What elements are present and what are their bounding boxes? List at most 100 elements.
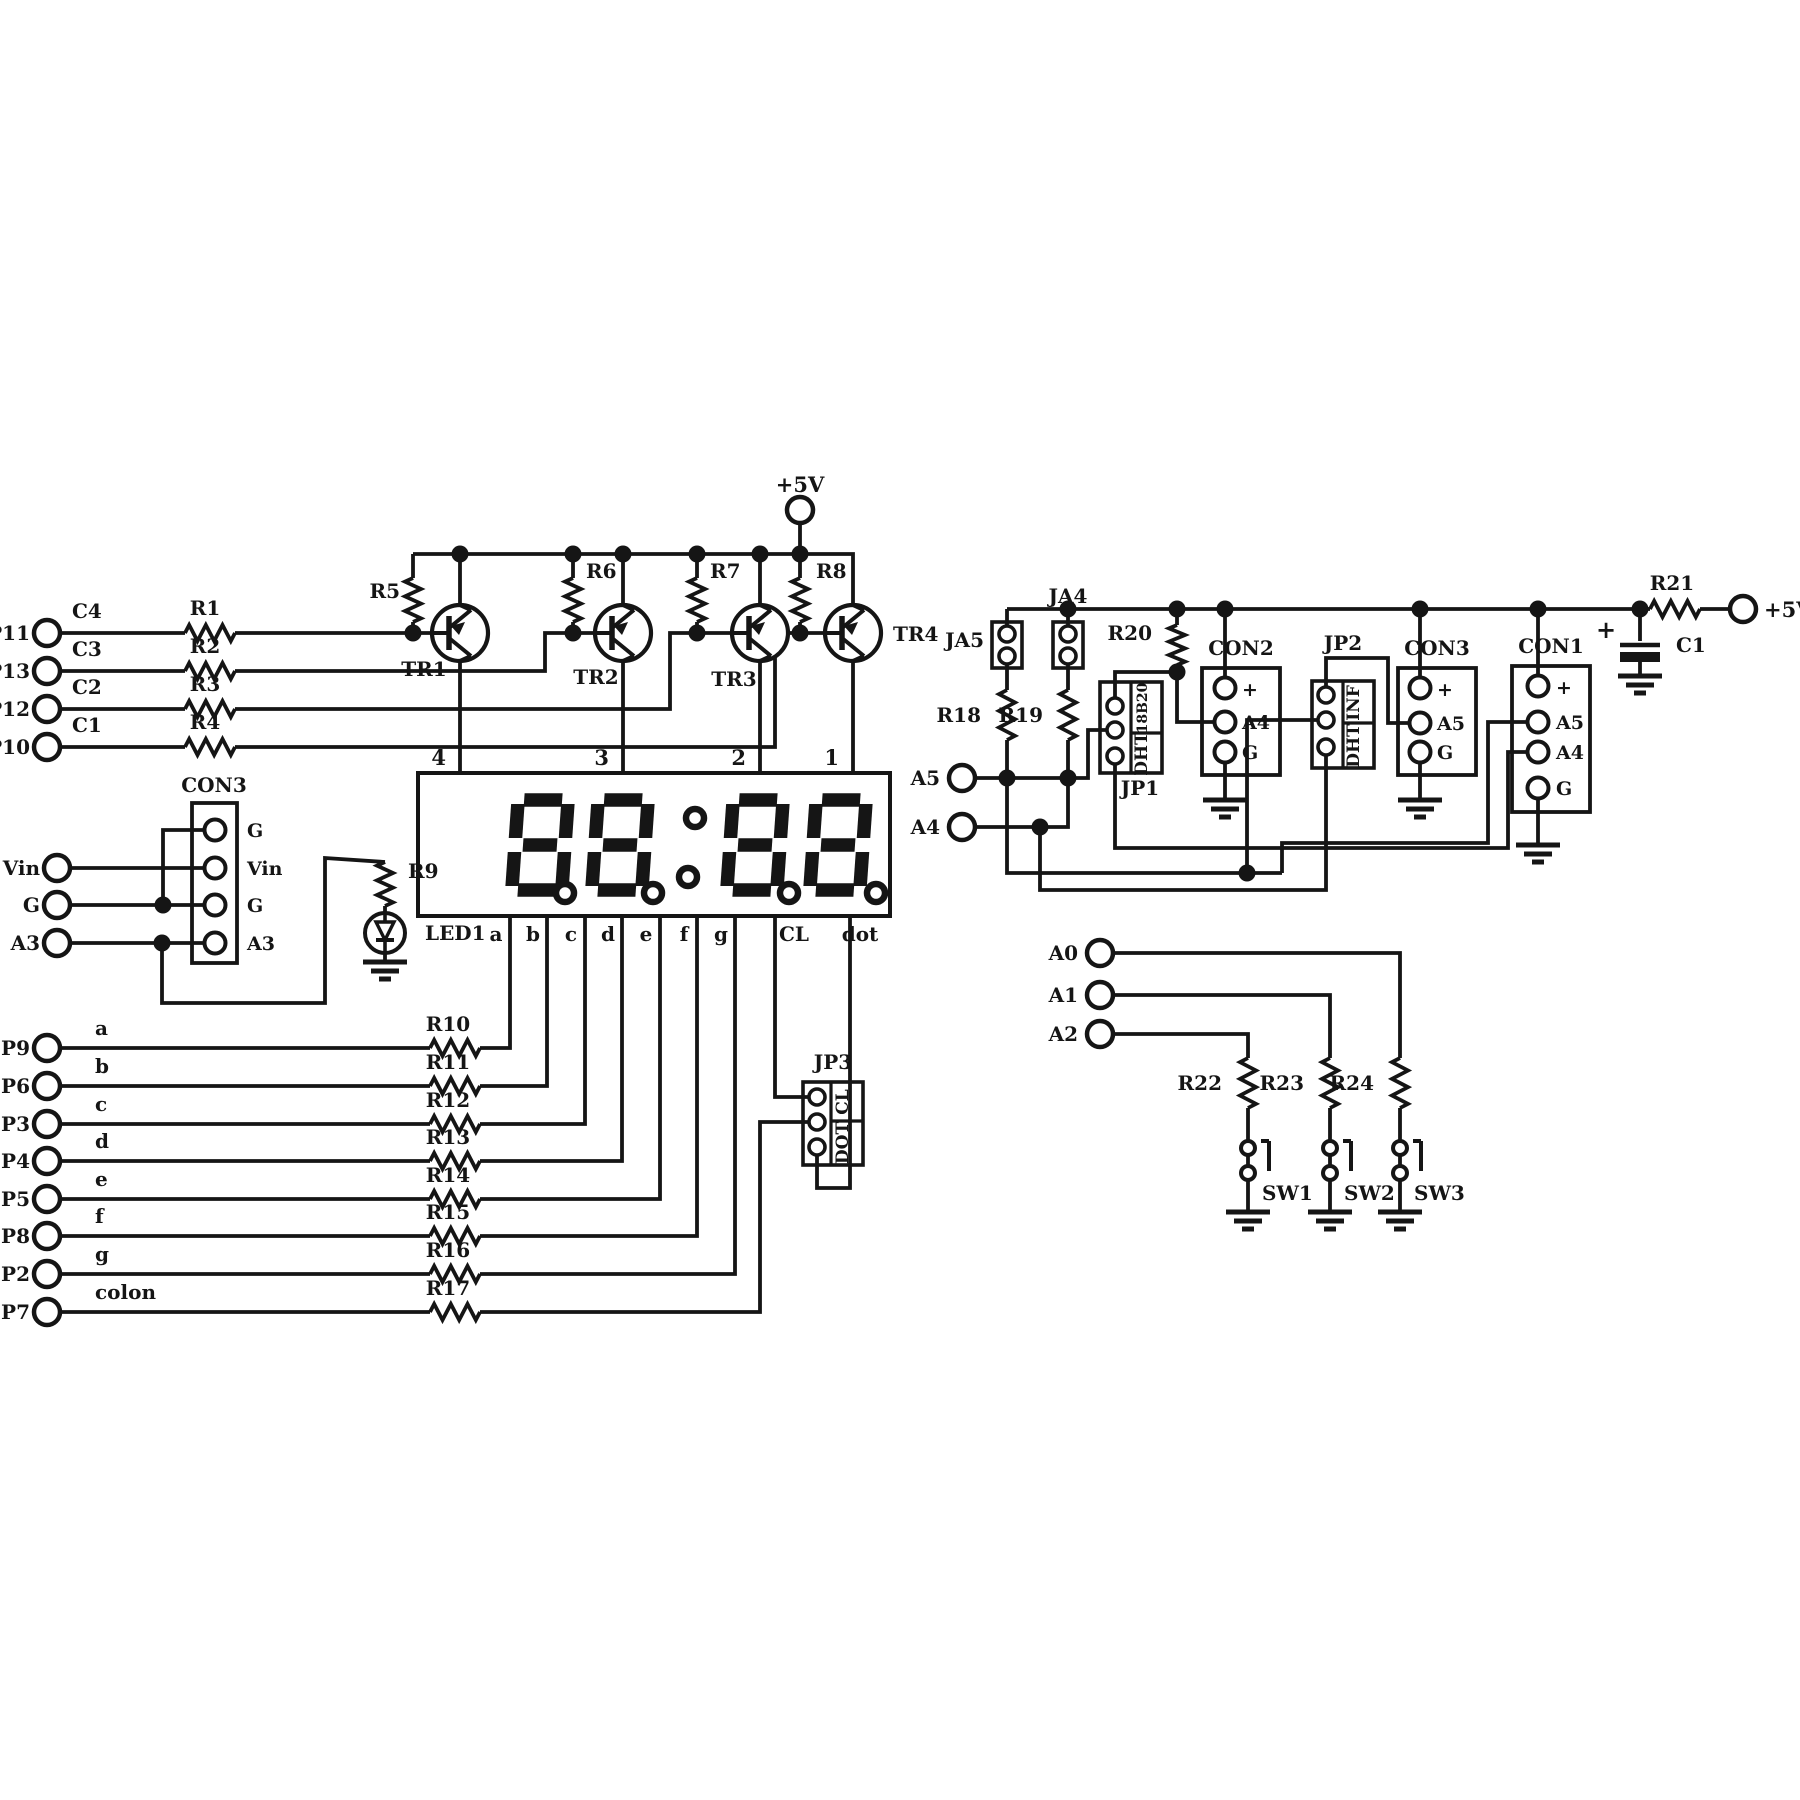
pin (1105, 720, 1125, 740)
resistor-label-R3: R3 (190, 672, 221, 696)
resistor-R6 (560, 576, 586, 624)
wire (1324, 656, 1409, 725)
pin (1058, 646, 1078, 666)
pin-label: G (1437, 742, 1453, 764)
transistor-label-TR2: TR2 (573, 665, 618, 689)
jumper-cell-label: DHT (1344, 724, 1364, 768)
terminal-A2 (1084, 1018, 1116, 1050)
terminal-label-P8: P8 (1, 1224, 30, 1248)
wire (1280, 720, 1527, 873)
wire (1113, 1032, 1250, 1058)
jumper-JP1 (1098, 680, 1164, 775)
resistor-label-R15: R15 (426, 1200, 470, 1224)
resistor-R10 (428, 1035, 482, 1061)
segment-pin-label-b: b (526, 922, 540, 946)
wire-label-c: c (95, 1092, 107, 1116)
terminal-label-P4: P4 (1, 1149, 30, 1173)
terminal-G (41, 889, 73, 921)
junction-dot (1168, 663, 1186, 681)
terminal-P7 (31, 1296, 63, 1328)
seven-seg-digit (803, 793, 873, 897)
resistor-R7 (684, 576, 710, 624)
pin (1316, 737, 1336, 757)
jumper-label-JP2: JP2 (1322, 631, 1362, 655)
connector-CON1 (1510, 664, 1592, 814)
terminal-P11 (31, 617, 63, 649)
junction-dot (404, 624, 422, 642)
terminal-label-A1: A1 (1048, 983, 1078, 1007)
resistor-R21 (1648, 596, 1702, 622)
terminal-P8 (31, 1220, 63, 1252)
wire (1113, 750, 1527, 850)
junction-dot (1059, 600, 1077, 618)
jumper-JA5 (990, 620, 1024, 670)
terminal-P10 (31, 731, 63, 763)
terminal-P4 (31, 1145, 63, 1177)
pin (1525, 709, 1551, 735)
pin (1407, 675, 1433, 701)
pin (1316, 685, 1336, 705)
resistor-label-R12: R12 (426, 1088, 470, 1112)
resistor-label-R20: R20 (1108, 621, 1152, 645)
resistor-R13 (428, 1148, 482, 1174)
pin-label: A4 (1555, 742, 1584, 764)
pin (1407, 710, 1433, 736)
resistor-R12 (428, 1111, 482, 1137)
colon-dot (675, 864, 701, 890)
wire (1038, 755, 1328, 892)
decimal-dot (640, 880, 666, 906)
ground-symbol (1398, 797, 1442, 820)
connector-label-CON3: CON3 (181, 773, 247, 797)
wire (480, 916, 512, 1050)
switch-SW3 (1391, 1139, 1423, 1182)
digit-select-label: 3 (594, 745, 609, 770)
wire (1113, 670, 1177, 698)
switch-SW1 (1239, 1139, 1271, 1182)
resistor-R22 (1235, 1056, 1261, 1110)
wire (160, 855, 386, 1005)
resistor-label-R18: R18 (937, 703, 981, 727)
junction-dot (154, 896, 172, 914)
resistor-R17 (428, 1299, 482, 1325)
resistor-label-R24: R24 (1330, 1071, 1375, 1095)
junction-dot (153, 934, 171, 952)
pin-label: + (1556, 677, 1572, 699)
capacitor-C1 (1620, 642, 1660, 662)
ground-symbol (1618, 673, 1662, 696)
jumper-cell-label: DHT (1132, 732, 1152, 776)
terminal-P12 (31, 693, 63, 725)
ground-symbol (1203, 797, 1247, 820)
ground-symbol (1378, 1209, 1422, 1232)
terminal-P2 (31, 1258, 63, 1290)
pin-label: + (1437, 679, 1453, 701)
junction-dot (564, 624, 582, 642)
terminal-A4 (946, 811, 978, 843)
resistor-R15 (428, 1223, 482, 1249)
wire (413, 552, 855, 605)
terminal-label-P7: P7 (1, 1300, 30, 1324)
segment-pin-label-e: e (640, 922, 653, 946)
connector-label-CON2: CON2 (1208, 636, 1274, 660)
segment-pin-label-dot: dot (842, 922, 879, 946)
resistor-R16 (428, 1261, 482, 1287)
resistor-R19 (1055, 688, 1081, 742)
ground-symbol (363, 959, 407, 982)
wire (773, 916, 809, 1099)
transistor-label-TR3: TR3 (711, 667, 756, 691)
wire (480, 916, 662, 1201)
jumper-cell-label: DOT (833, 1122, 853, 1165)
pin (807, 1087, 827, 1107)
terminal-P6 (31, 1070, 63, 1102)
resistor-R23 (1317, 1056, 1343, 1110)
pin-label: A5 (1555, 712, 1584, 734)
transistor-TR4 (822, 602, 884, 664)
wire-label-colon: colon (95, 1280, 156, 1304)
junction-dot (791, 545, 809, 563)
pin (997, 646, 1017, 666)
wire (161, 828, 203, 905)
pin (1525, 739, 1551, 765)
segment-pin-label-g: g (714, 922, 728, 946)
wire-label-C2: C2 (72, 675, 102, 699)
pin (1525, 775, 1551, 801)
